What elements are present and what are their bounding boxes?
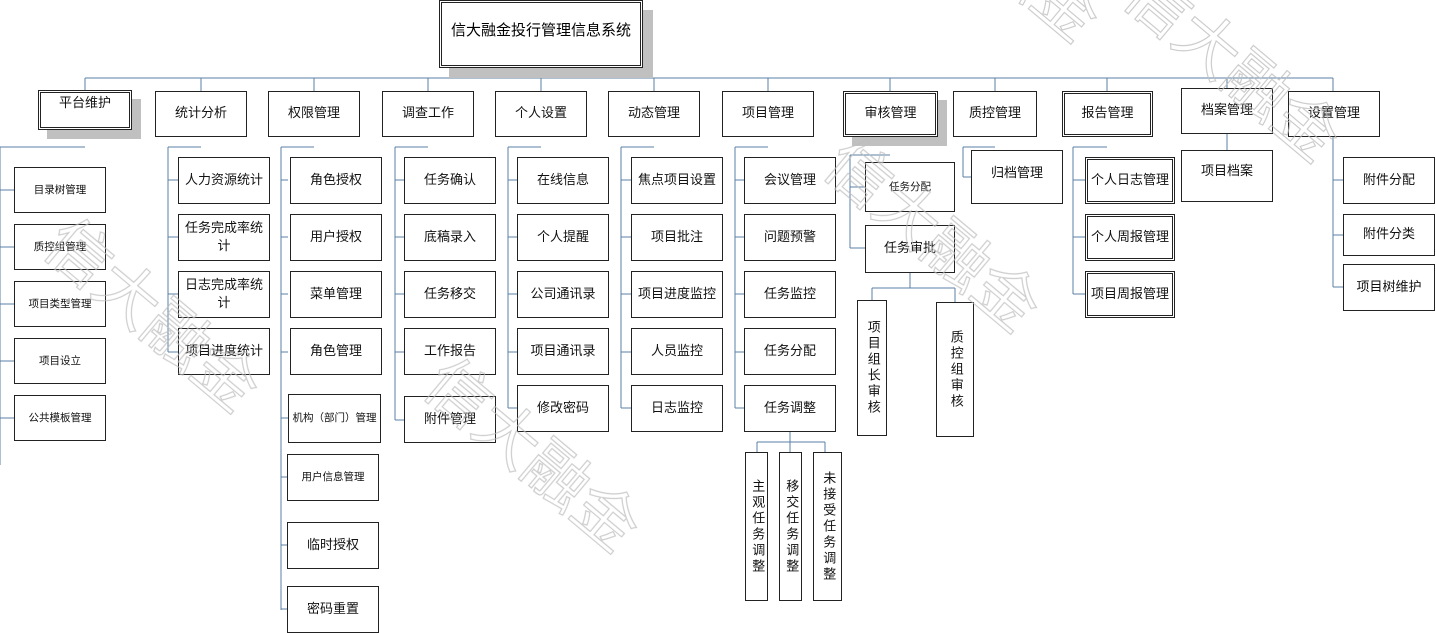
item-attachment-assign: 附件分配 <box>1343 157 1435 204</box>
header-investigation: 调查工作 <box>382 91 474 137</box>
item-project-tree: 项目树维护 <box>1343 264 1435 311</box>
item-work-report: 工作报告 <box>404 328 496 375</box>
item-company-contacts: 公司通讯录 <box>517 271 609 318</box>
item-archive-management: 归档管理 <box>971 150 1063 204</box>
item-qc-group: 质控组管理 <box>14 224 106 270</box>
item-task-transfer: 任务移交 <box>404 271 496 318</box>
item-change-password: 修改密码 <box>517 385 609 432</box>
item-personal-reminder: 个人提醒 <box>517 214 609 261</box>
item-focus-project: 焦点项目设置 <box>631 157 723 204</box>
item-log-completion: 日志完成率统计 <box>178 271 270 318</box>
item-draft-entry: 底稿录入 <box>404 214 496 261</box>
item-role-management: 角色管理 <box>290 328 382 375</box>
header-dynamics: 动态管理 <box>608 91 700 137</box>
system-title: 信大融金投行管理信息系统 <box>439 0 643 68</box>
header-reports: 报告管理 <box>1062 91 1153 137</box>
item-attachment-category: 附件分类 <box>1343 214 1435 256</box>
header-platform-maintenance: 平台维护 <box>38 90 132 130</box>
item-online-info: 在线信息 <box>517 157 609 204</box>
item-public-template: 公共模板管理 <box>14 395 106 441</box>
header-quality-control: 质控管理 <box>953 91 1037 137</box>
item-menu-management: 菜单管理 <box>290 271 382 318</box>
item-qc-review: 质控组审核 <box>936 302 974 437</box>
header-audit: 审核管理 <box>843 91 938 137</box>
item-unaccepted-adjust: 未接受任务调整 <box>813 452 842 601</box>
item-hr-stats: 人力资源统计 <box>178 157 270 204</box>
item-role-authorization: 角色授权 <box>290 157 382 204</box>
header-personal-settings: 个人设置 <box>495 91 587 137</box>
header-statistics: 统计分析 <box>155 91 247 137</box>
item-project-archive: 项目档案 <box>1181 150 1273 202</box>
item-org-management: 机构（部门）管理 <box>288 394 381 443</box>
item-user-info: 用户信息管理 <box>287 454 379 501</box>
item-task-assign: 任务分配 <box>744 328 836 375</box>
header-permissions: 权限管理 <box>268 91 360 137</box>
item-task-completion: 任务完成率统计 <box>178 214 270 261</box>
item-project-type: 项目类型管理 <box>14 281 106 327</box>
item-directory-tree: 目录树管理 <box>14 167 106 213</box>
item-staff-monitor: 人员监控 <box>631 328 723 375</box>
item-progress-monitor: 项目进度监控 <box>631 271 723 318</box>
item-temp-authorization: 临时授权 <box>287 522 379 569</box>
item-log-monitor: 日志监控 <box>631 385 723 432</box>
item-task-adjust: 任务调整 <box>744 385 836 432</box>
item-task-monitor: 任务监控 <box>744 271 836 318</box>
item-project-contacts: 项目通讯录 <box>517 328 609 375</box>
item-subjective-adjust: 主观任务调整 <box>745 452 768 601</box>
item-personal-weekly: 个人周报管理 <box>1085 214 1175 261</box>
header-settings: 设置管理 <box>1288 91 1380 137</box>
item-user-authorization: 用户授权 <box>290 214 382 261</box>
item-task-approval: 任务审批 <box>865 225 955 273</box>
item-project-progress: 项目进度统计 <box>178 328 270 375</box>
item-issue-warning: 问题预警 <box>744 214 836 261</box>
item-attachment-management: 附件管理 <box>404 396 496 443</box>
item-transfer-adjust: 移交任务调整 <box>779 452 802 601</box>
header-project-management: 项目管理 <box>722 91 814 137</box>
item-project-weekly: 项目周报管理 <box>1085 271 1175 318</box>
item-meeting-management: 会议管理 <box>744 157 836 204</box>
item-project-annotation: 项目批注 <box>631 214 723 261</box>
header-archives: 档案管理 <box>1181 88 1273 134</box>
item-leader-review: 项目组长审核 <box>857 300 887 436</box>
item-personal-log: 个人日志管理 <box>1085 157 1175 204</box>
item-task-confirm: 任务确认 <box>404 157 496 204</box>
item-project-setup: 项目设立 <box>14 338 106 384</box>
item-audit-task-assign: 任务分配 <box>865 162 955 212</box>
item-password-reset: 密码重置 <box>287 586 379 633</box>
